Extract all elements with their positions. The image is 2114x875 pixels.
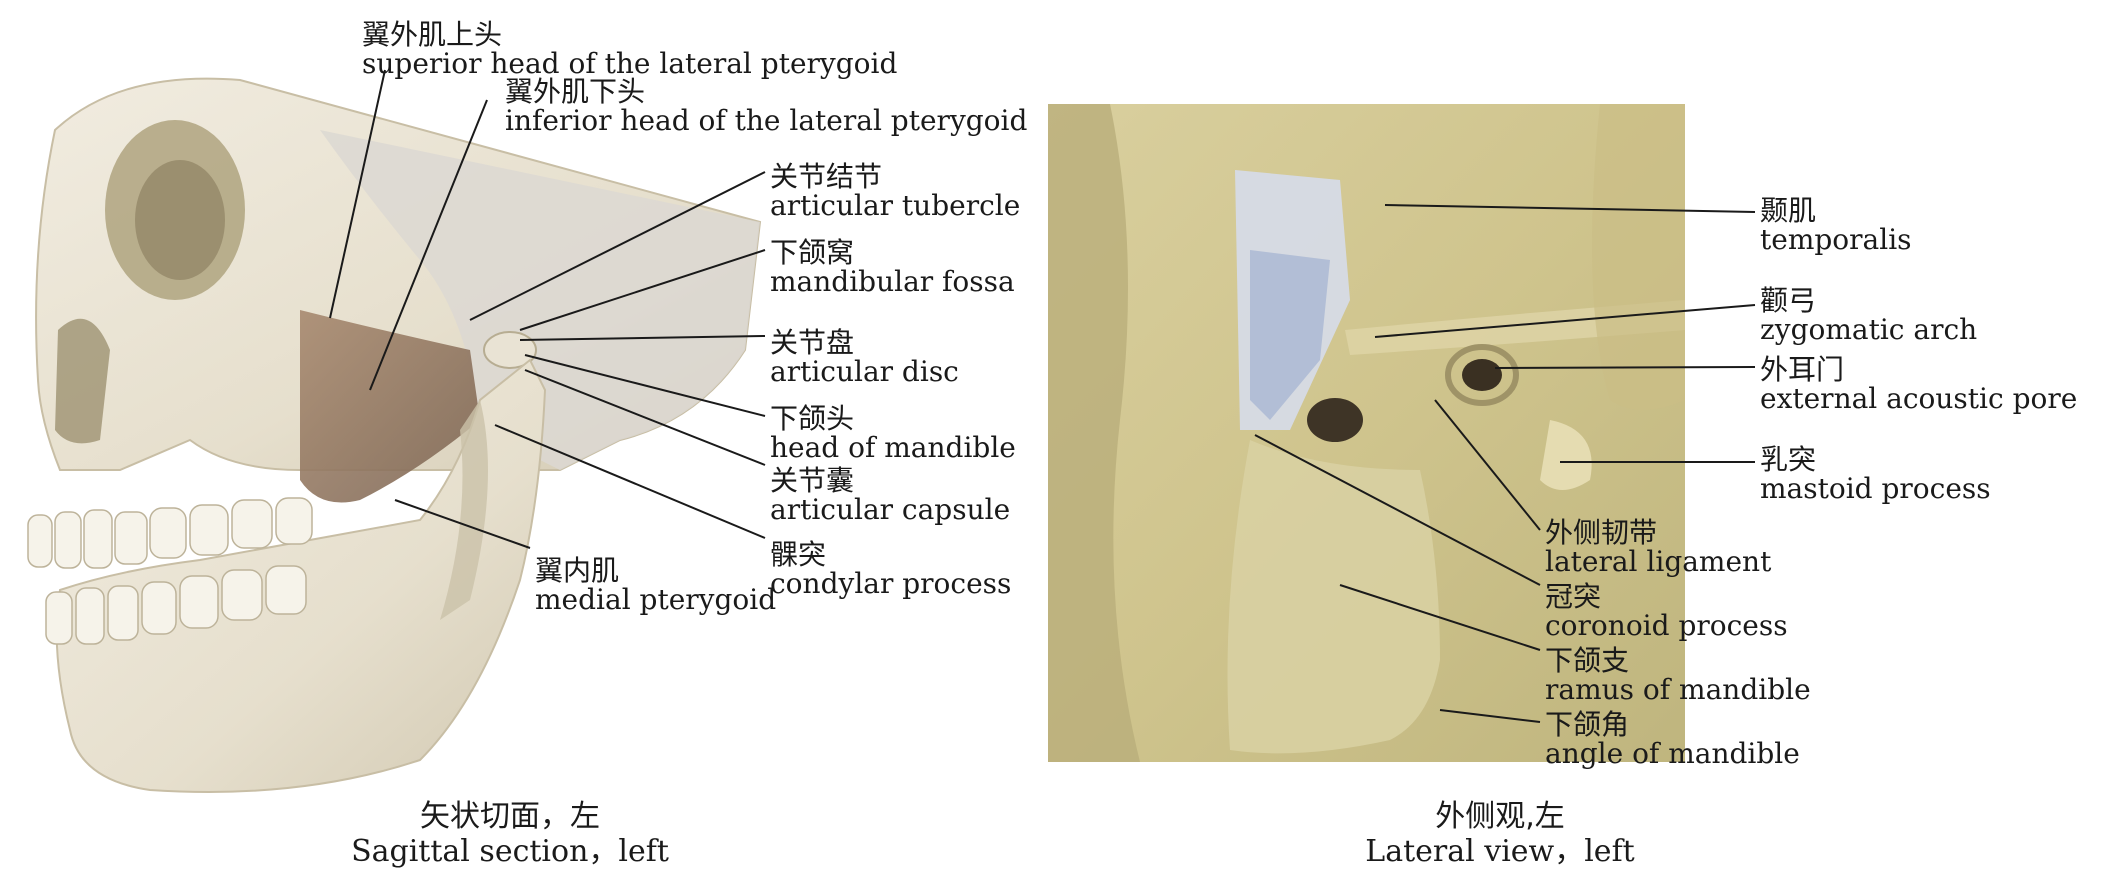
left-leader-lines xyxy=(329,69,766,549)
lateral-dissection-photo xyxy=(1048,104,1685,762)
label-mastoid-process: 乳突 mastoid process xyxy=(1760,443,1991,506)
label-coronoid-process: 冠突 coronoid process xyxy=(1545,580,1788,643)
label-mandibular-fossa: 下颌窝 mandibular fossa xyxy=(770,236,1015,299)
label-inferior-head-lateral-pterygoid: 翼外肌下头 inferior head of the lateral ptery… xyxy=(505,75,1028,138)
label-articular-capsule: 关节囊 articular capsule xyxy=(770,464,1011,527)
caption-left: 矢状切面，左 Sagittal section，left xyxy=(351,799,669,869)
label-head-of-mandible: 下颌头 head of mandible xyxy=(770,402,1016,465)
label-superior-head-lateral-pterygoid: 翼外肌上头 superior head of the lateral ptery… xyxy=(362,18,898,81)
label-articular-tubercle: 关节结节 articular tubercle xyxy=(770,160,1021,223)
label-external-acoustic-pore: 外耳门 external acoustic pore xyxy=(1760,353,2078,416)
label-condylar-process: 髁突 condylar process xyxy=(770,538,1012,601)
caption-right: 外侧观,左 Lateral view，left xyxy=(1365,799,1635,869)
skull-sagittal-photo xyxy=(27,77,762,793)
label-zygomatic-arch: 颧弓 zygomatic arch xyxy=(1760,284,1978,347)
label-temporalis: 颞肌 temporalis xyxy=(1760,194,1912,257)
label-angle-of-mandible: 下颌角 angle of mandible xyxy=(1545,708,1800,771)
label-articular-disc: 关节盘 articular disc xyxy=(770,326,959,389)
right-leader-lines xyxy=(1254,204,1756,723)
label-medial-pterygoid: 翼内肌 medial pterygoid xyxy=(535,554,777,617)
label-lateral-ligament: 外侧韧带 lateral ligament xyxy=(1545,516,1772,579)
label-ramus-of-mandible: 下颌支 ramus of mandible xyxy=(1545,644,1811,707)
